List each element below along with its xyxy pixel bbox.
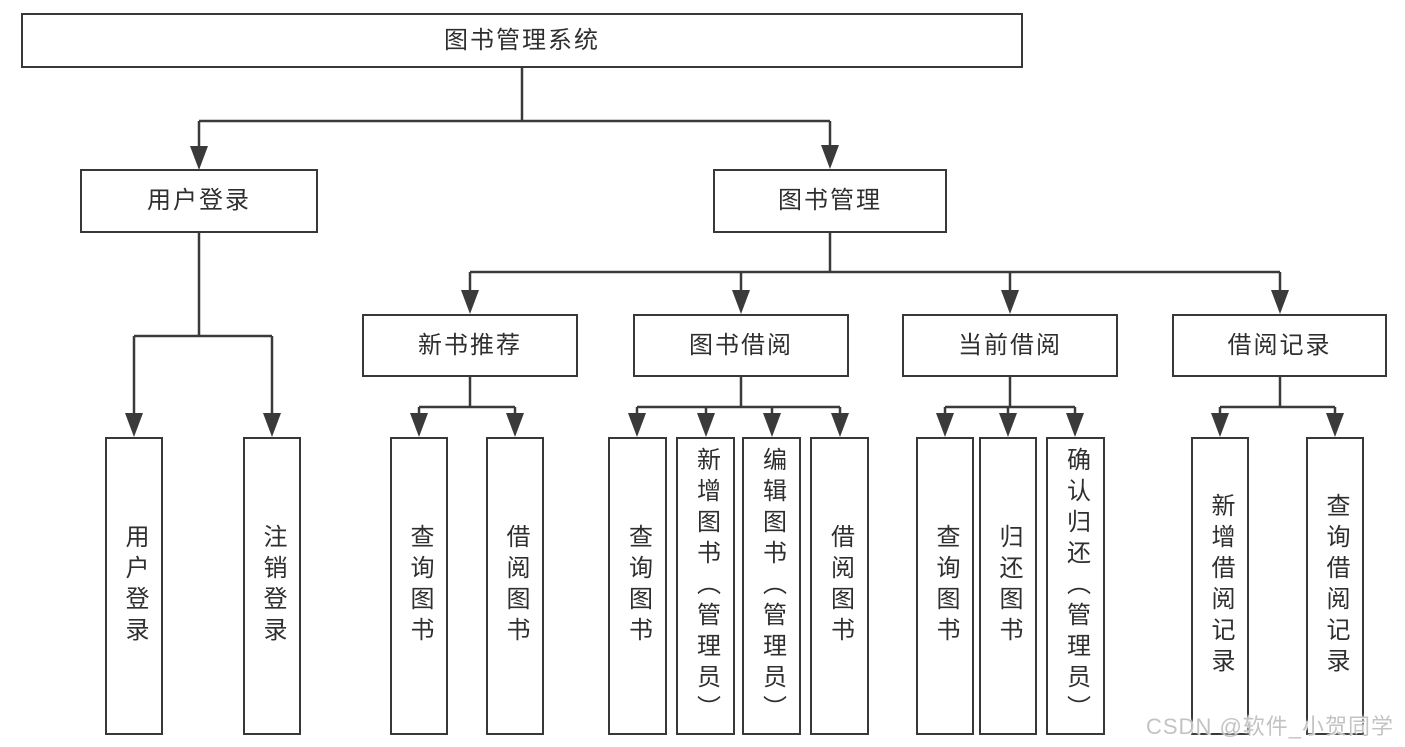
- node-label: 用户登录: [147, 187, 251, 214]
- node-label: 新书推荐: [418, 331, 522, 359]
- node-label: 编辑图书（管理员）: [758, 446, 786, 726]
- node-label: 借阅图书: [502, 524, 529, 648]
- node-bb-query-books: 查询图书: [608, 437, 667, 735]
- connector-current-borrowing-to-leaves: [936, 377, 1084, 437]
- node-label: 用户登录: [121, 524, 148, 648]
- arrowhead: [410, 413, 428, 437]
- node-label: 新增借阅记录: [1207, 493, 1234, 679]
- arrowhead: [461, 290, 479, 314]
- node-label: 图书管理: [778, 187, 882, 214]
- node-label: 借阅记录: [1227, 331, 1332, 359]
- node-leaf-user-login: 用户登录: [105, 437, 163, 735]
- node-label: 当前借阅: [958, 331, 1062, 359]
- node-cb-confirm-return-admin: 确认归还（管理员）: [1046, 437, 1105, 735]
- arrowhead: [1271, 290, 1289, 314]
- node-label: 新增图书（管理员）: [692, 446, 720, 726]
- node-library-management-system: 图书管理系统: [21, 13, 1023, 68]
- node-bb-edit-books-admin: 编辑图书（管理员）: [742, 437, 801, 735]
- node-label: 查询借阅记录: [1322, 493, 1349, 679]
- arrowhead: [697, 413, 715, 437]
- connector-book-borrowing-to-leaves: [628, 377, 849, 437]
- arrowhead: [1001, 290, 1019, 314]
- watermark: CSDN @软件_小贺同学: [1146, 714, 1395, 739]
- node-label: 图书借阅: [689, 331, 793, 359]
- connector-user-login-to-leaves: [125, 233, 281, 437]
- connector-borrowing-records-to-leaves: [1211, 377, 1344, 437]
- arrowhead: [1211, 413, 1229, 437]
- connector-book-management-to-level3: [461, 232, 1289, 314]
- arrowhead: [125, 413, 143, 437]
- arrowhead: [506, 413, 524, 437]
- node-user-login: 用户登录: [80, 169, 318, 233]
- node-book-management: 图书管理: [713, 169, 947, 233]
- node-label: 确认归还（管理员）: [1062, 446, 1090, 726]
- node-br-add-record: 新增借阅记录: [1191, 437, 1249, 735]
- node-label: 注销登录: [259, 524, 286, 648]
- node-label: 归还图书: [995, 524, 1022, 648]
- connector-root-to-level2: [190, 68, 839, 170]
- node-label: 借阅图书: [826, 524, 854, 648]
- node-label: 查询图书: [624, 524, 652, 648]
- arrowhead: [936, 413, 954, 437]
- arrowhead: [1066, 413, 1084, 437]
- node-nbr-query-books: 查询图书: [390, 437, 448, 735]
- node-cb-query-books: 查询图书: [916, 437, 974, 735]
- node-label: 图书管理系统: [444, 26, 600, 54]
- node-br-query-record: 查询借阅记录: [1306, 437, 1364, 735]
- node-leaf-logout: 注销登录: [243, 437, 301, 735]
- arrowhead: [263, 413, 281, 437]
- node-new-book-recommendation: 新书推荐: [362, 314, 578, 377]
- node-bb-add-books-admin: 新增图书（管理员）: [676, 437, 735, 735]
- arrowhead: [1326, 413, 1344, 437]
- connector-new-book-rec-to-leaves: [410, 377, 524, 437]
- arrowhead: [821, 145, 839, 169]
- arrowhead: [628, 413, 646, 437]
- node-borrowing-records: 借阅记录: [1172, 314, 1387, 377]
- arrowhead: [763, 413, 781, 437]
- arrowhead: [190, 146, 208, 170]
- node-label: 查询图书: [406, 524, 433, 648]
- arrowhead: [999, 413, 1017, 437]
- arrowhead: [732, 290, 750, 314]
- node-nbr-borrow-books: 借阅图书: [486, 437, 544, 735]
- node-label: 查询图书: [932, 524, 959, 648]
- node-bb-borrow-books: 借阅图书: [810, 437, 869, 735]
- arrowhead: [831, 413, 849, 437]
- node-book-borrowing: 图书借阅: [633, 314, 849, 377]
- node-current-borrowing: 当前借阅: [902, 314, 1118, 377]
- node-cb-return-books: 归还图书: [979, 437, 1037, 735]
